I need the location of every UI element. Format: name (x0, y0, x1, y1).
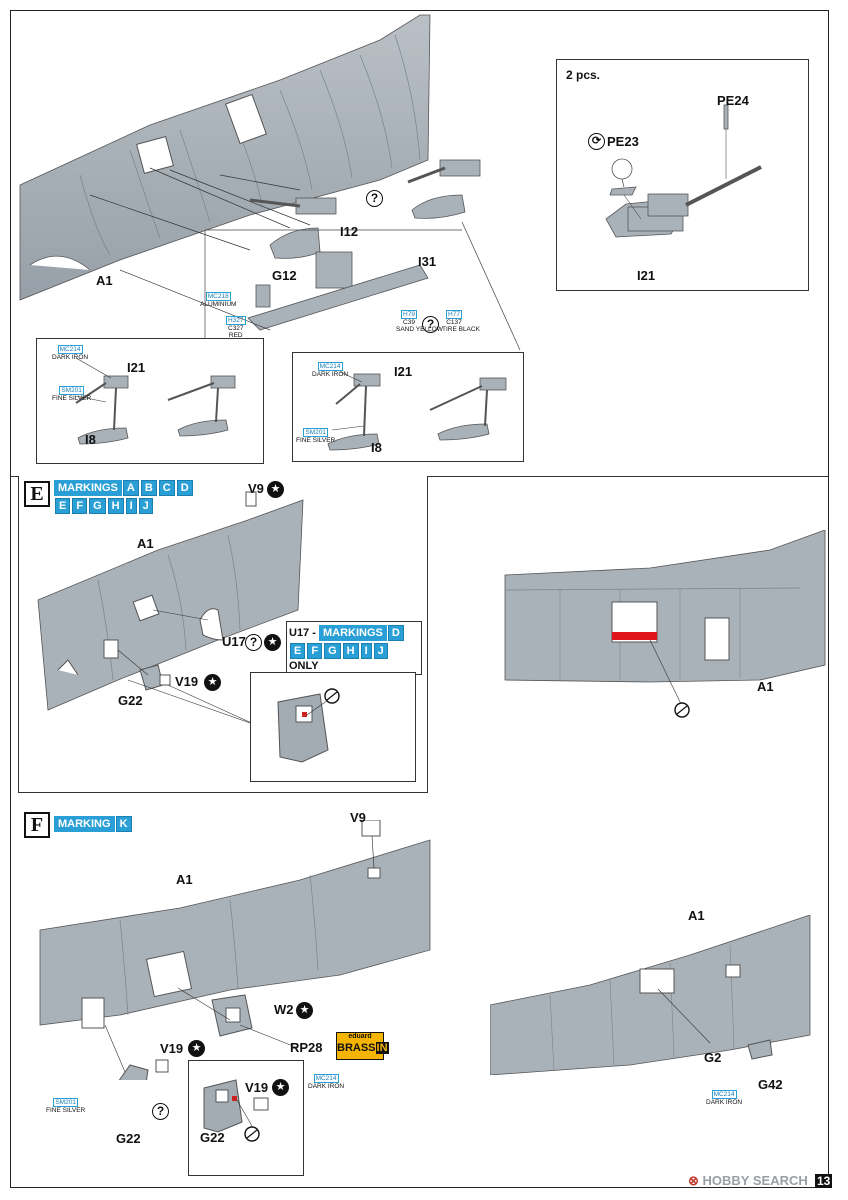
marking-badge: H (342, 643, 359, 659)
optional-part-icon: ? (245, 634, 262, 651)
section-f-letter: F (24, 812, 50, 838)
marking-badge: E (55, 498, 71, 514)
fuselage-f-right-drawing (490, 915, 811, 1075)
photoetch-star-icon: ★ (272, 1079, 289, 1096)
marking-badge: H (107, 498, 124, 514)
fuselage-top-drawing (19, 14, 521, 351)
detail-box-pe (556, 59, 809, 291)
part-v19-label: V19 (160, 1041, 184, 1056)
section-f-inset-drawing (203, 1079, 269, 1142)
photoetch-star-icon: ★ (267, 481, 284, 498)
optional-part-icon: ? (422, 316, 439, 333)
part-g12-label: G12 (272, 268, 297, 283)
photoetch-star-icon: ★ (296, 1002, 313, 1019)
part-a1-label: A1 (176, 872, 193, 887)
part-g2-label: G2 (704, 1050, 722, 1065)
part-a1-label: A1 (96, 273, 113, 288)
marking-badge: I (125, 498, 137, 514)
marking-badge: C (158, 480, 175, 496)
marking-badge: D (176, 480, 193, 496)
marking-badge: F (72, 498, 88, 514)
part-i21-label: I21 (637, 268, 656, 283)
optional-part-icon: ? (152, 1103, 169, 1120)
part-a1-label: A1 (137, 536, 154, 551)
part-u17-label: U17 (222, 634, 246, 649)
inset-left-gun (36, 338, 264, 464)
marking-badge: K (115, 816, 132, 832)
bend-arrow-icon: ⟳ (588, 133, 605, 150)
part-w2-label: W2 (274, 1002, 294, 1017)
part-i21-label: I21 (394, 364, 413, 379)
part-g22-label: G22 (116, 1131, 141, 1146)
part-a1-label: A1 (757, 679, 774, 694)
inset-right-drawing (327, 371, 507, 451)
marking-badge: J (138, 498, 153, 514)
fuselage-e-right-drawing (504, 530, 826, 718)
part-rp28-label: RP28 (290, 1040, 323, 1055)
part-v9-label: V9 (350, 810, 366, 825)
marking-badge: G (89, 498, 106, 514)
section-e-inset-drawing (277, 688, 340, 763)
marking-badge: D (387, 625, 404, 641)
part-g42-label: G42 (758, 1077, 783, 1092)
part-v19-label: V19 (175, 674, 199, 689)
part-g22-label: G22 (118, 693, 143, 708)
marking-badge: F (307, 643, 323, 659)
instruction-page (10, 10, 829, 1188)
part-a1-label: A1 (688, 908, 705, 923)
marking-badge: E (290, 643, 306, 659)
page-number: 13 (815, 1174, 833, 1188)
part-i8-label: I8 (85, 432, 96, 447)
part-v19-label: V19 (245, 1080, 269, 1095)
eduard-brassin-logo: eduard BRASSIN (336, 1032, 389, 1060)
part-i12-label: I12 (340, 224, 359, 239)
part-i8-label: I8 (371, 440, 382, 455)
marking-badge: J (373, 643, 388, 659)
watermark: ⊗ HOBBY SEARCH (688, 1173, 808, 1188)
marking-badge: B (140, 480, 157, 496)
marking-badge: I (360, 643, 372, 659)
part-pe24-label: PE24 (717, 93, 749, 108)
part-i21-label: I21 (127, 360, 146, 375)
optional-part-icon: ? (366, 190, 383, 207)
photoetch-star-icon: ★ (204, 674, 221, 691)
fuselage-f-drawing (39, 820, 431, 1080)
detail-count-label: 2 pcs. (566, 68, 601, 82)
fuselage-e-drawing (37, 491, 304, 726)
marking-badge: A (122, 480, 139, 496)
marking-badge: G (324, 643, 341, 659)
photoetch-star-icon: ★ (264, 634, 281, 651)
part-pe23-label: PE23 (607, 134, 639, 149)
inset-left-drawing (75, 357, 236, 445)
part-g22-label: G22 (200, 1130, 225, 1145)
part-v9-label: V9 (248, 481, 264, 496)
detail-gun-drawing (605, 104, 762, 238)
photoetch-star-icon: ★ (188, 1040, 205, 1057)
part-i31-label: I31 (418, 254, 437, 269)
section-e-letter: E (24, 481, 50, 507)
